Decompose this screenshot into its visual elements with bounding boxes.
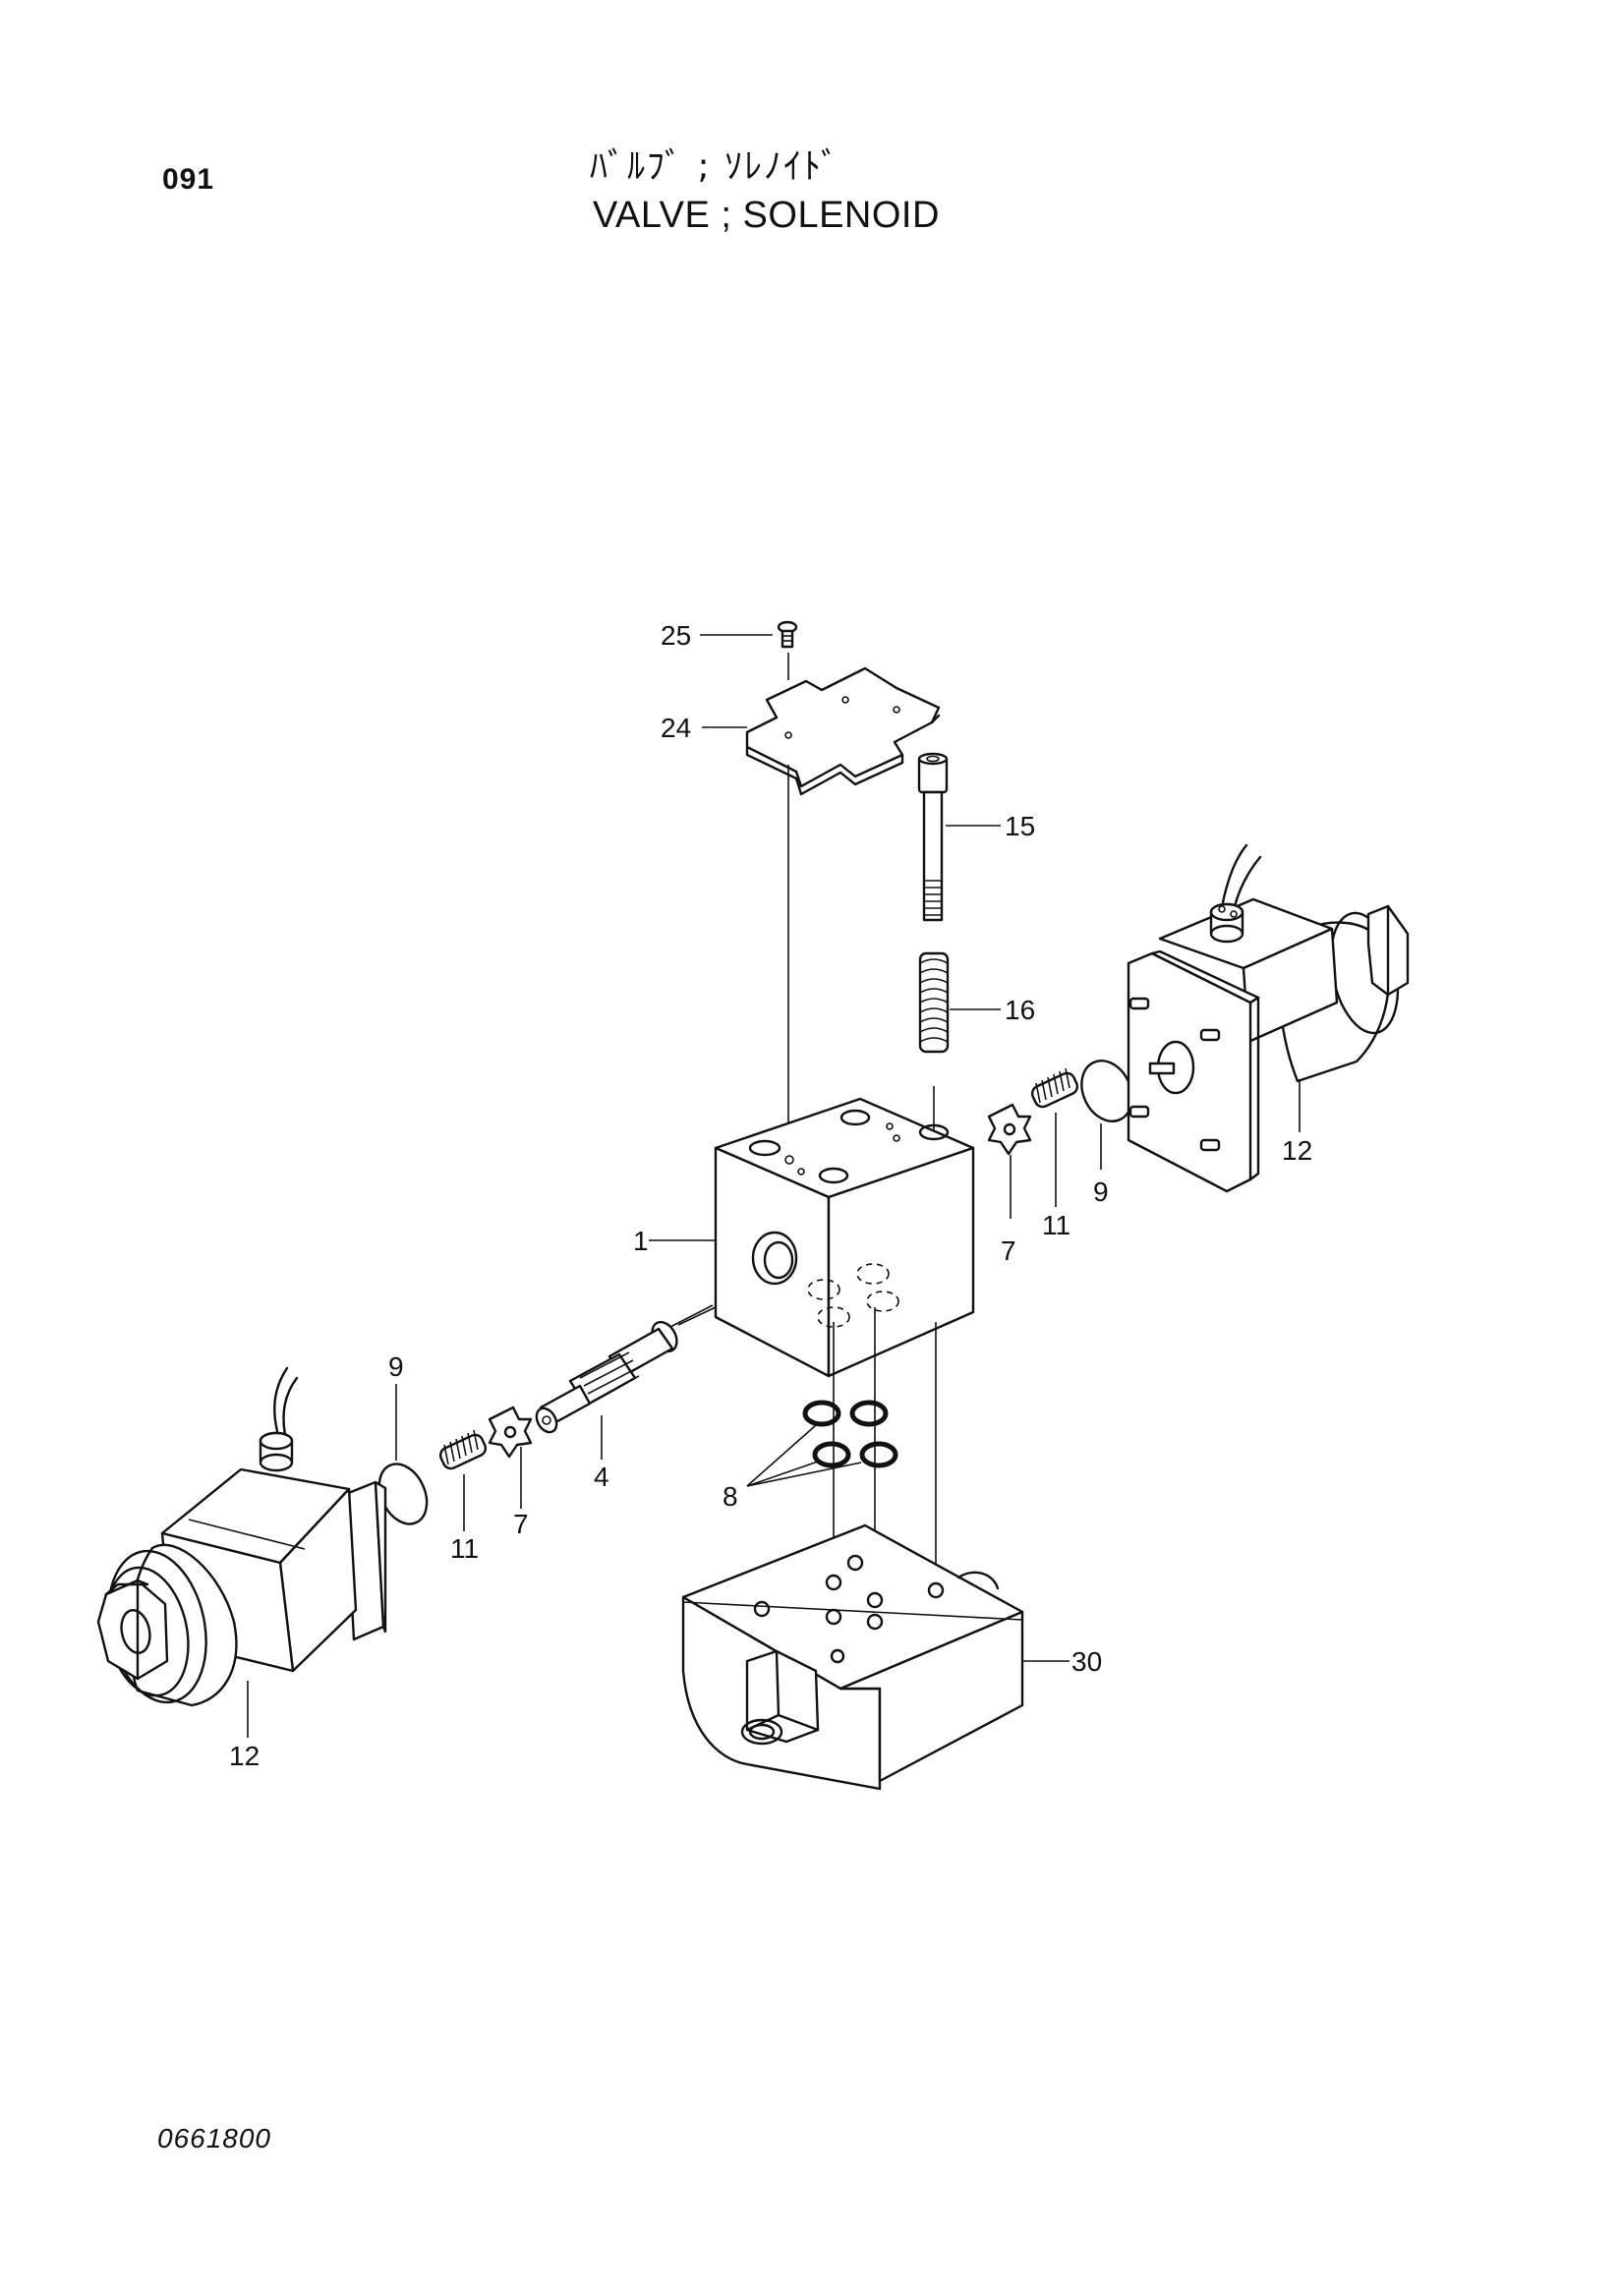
part-24-cover-plate [702, 666, 941, 796]
part-30-base-plate [681, 1523, 1070, 1791]
callout-12-left: 12 [229, 1741, 260, 1771]
callout-9-left: 9 [388, 1351, 404, 1382]
callout-9-right: 9 [1093, 1177, 1109, 1207]
drawing-code: 0661800 [157, 2123, 272, 2153]
callout-1: 1 [633, 1226, 649, 1256]
part-25-screw [700, 620, 798, 649]
page-number: 091 [162, 163, 215, 196]
callout-7-left: 7 [513, 1509, 529, 1539]
part-12-left-solenoid [96, 1366, 387, 1738]
callout-8: 8 [723, 1481, 738, 1512]
part-15-bolt [917, 752, 1001, 922]
callout-25: 25 [661, 620, 691, 651]
part-4-spool [535, 1304, 714, 1460]
part-11-right-spring [1030, 1067, 1079, 1207]
callout-16: 16 [1005, 995, 1035, 1025]
part-11-left-spring [438, 1429, 488, 1531]
callout-15: 15 [1005, 811, 1035, 841]
part-1-valve-body [649, 1097, 975, 1378]
callout-4: 4 [594, 1462, 609, 1492]
title-english: VALVE ; SOLENOID [593, 195, 940, 236]
part-16-spring [918, 951, 1001, 1054]
callout-24: 24 [661, 713, 691, 743]
title-japanese: ﾊﾞﾙﾌﾞ ; ｿﾚﾉｲﾄﾞ [590, 146, 841, 187]
callout-30: 30 [1071, 1646, 1102, 1677]
callout-7-right: 7 [1001, 1235, 1016, 1266]
callout-11-right: 11 [1042, 1210, 1070, 1240]
callout-11-left: 11 [450, 1533, 479, 1564]
part-7-left-stopper [488, 1406, 533, 1509]
callout-12-right: 12 [1282, 1135, 1312, 1166]
part-12-right-solenoid [1127, 843, 1410, 1193]
part-8-o-rings [746, 1400, 898, 1487]
part-7-right-stopper [987, 1103, 1032, 1219]
